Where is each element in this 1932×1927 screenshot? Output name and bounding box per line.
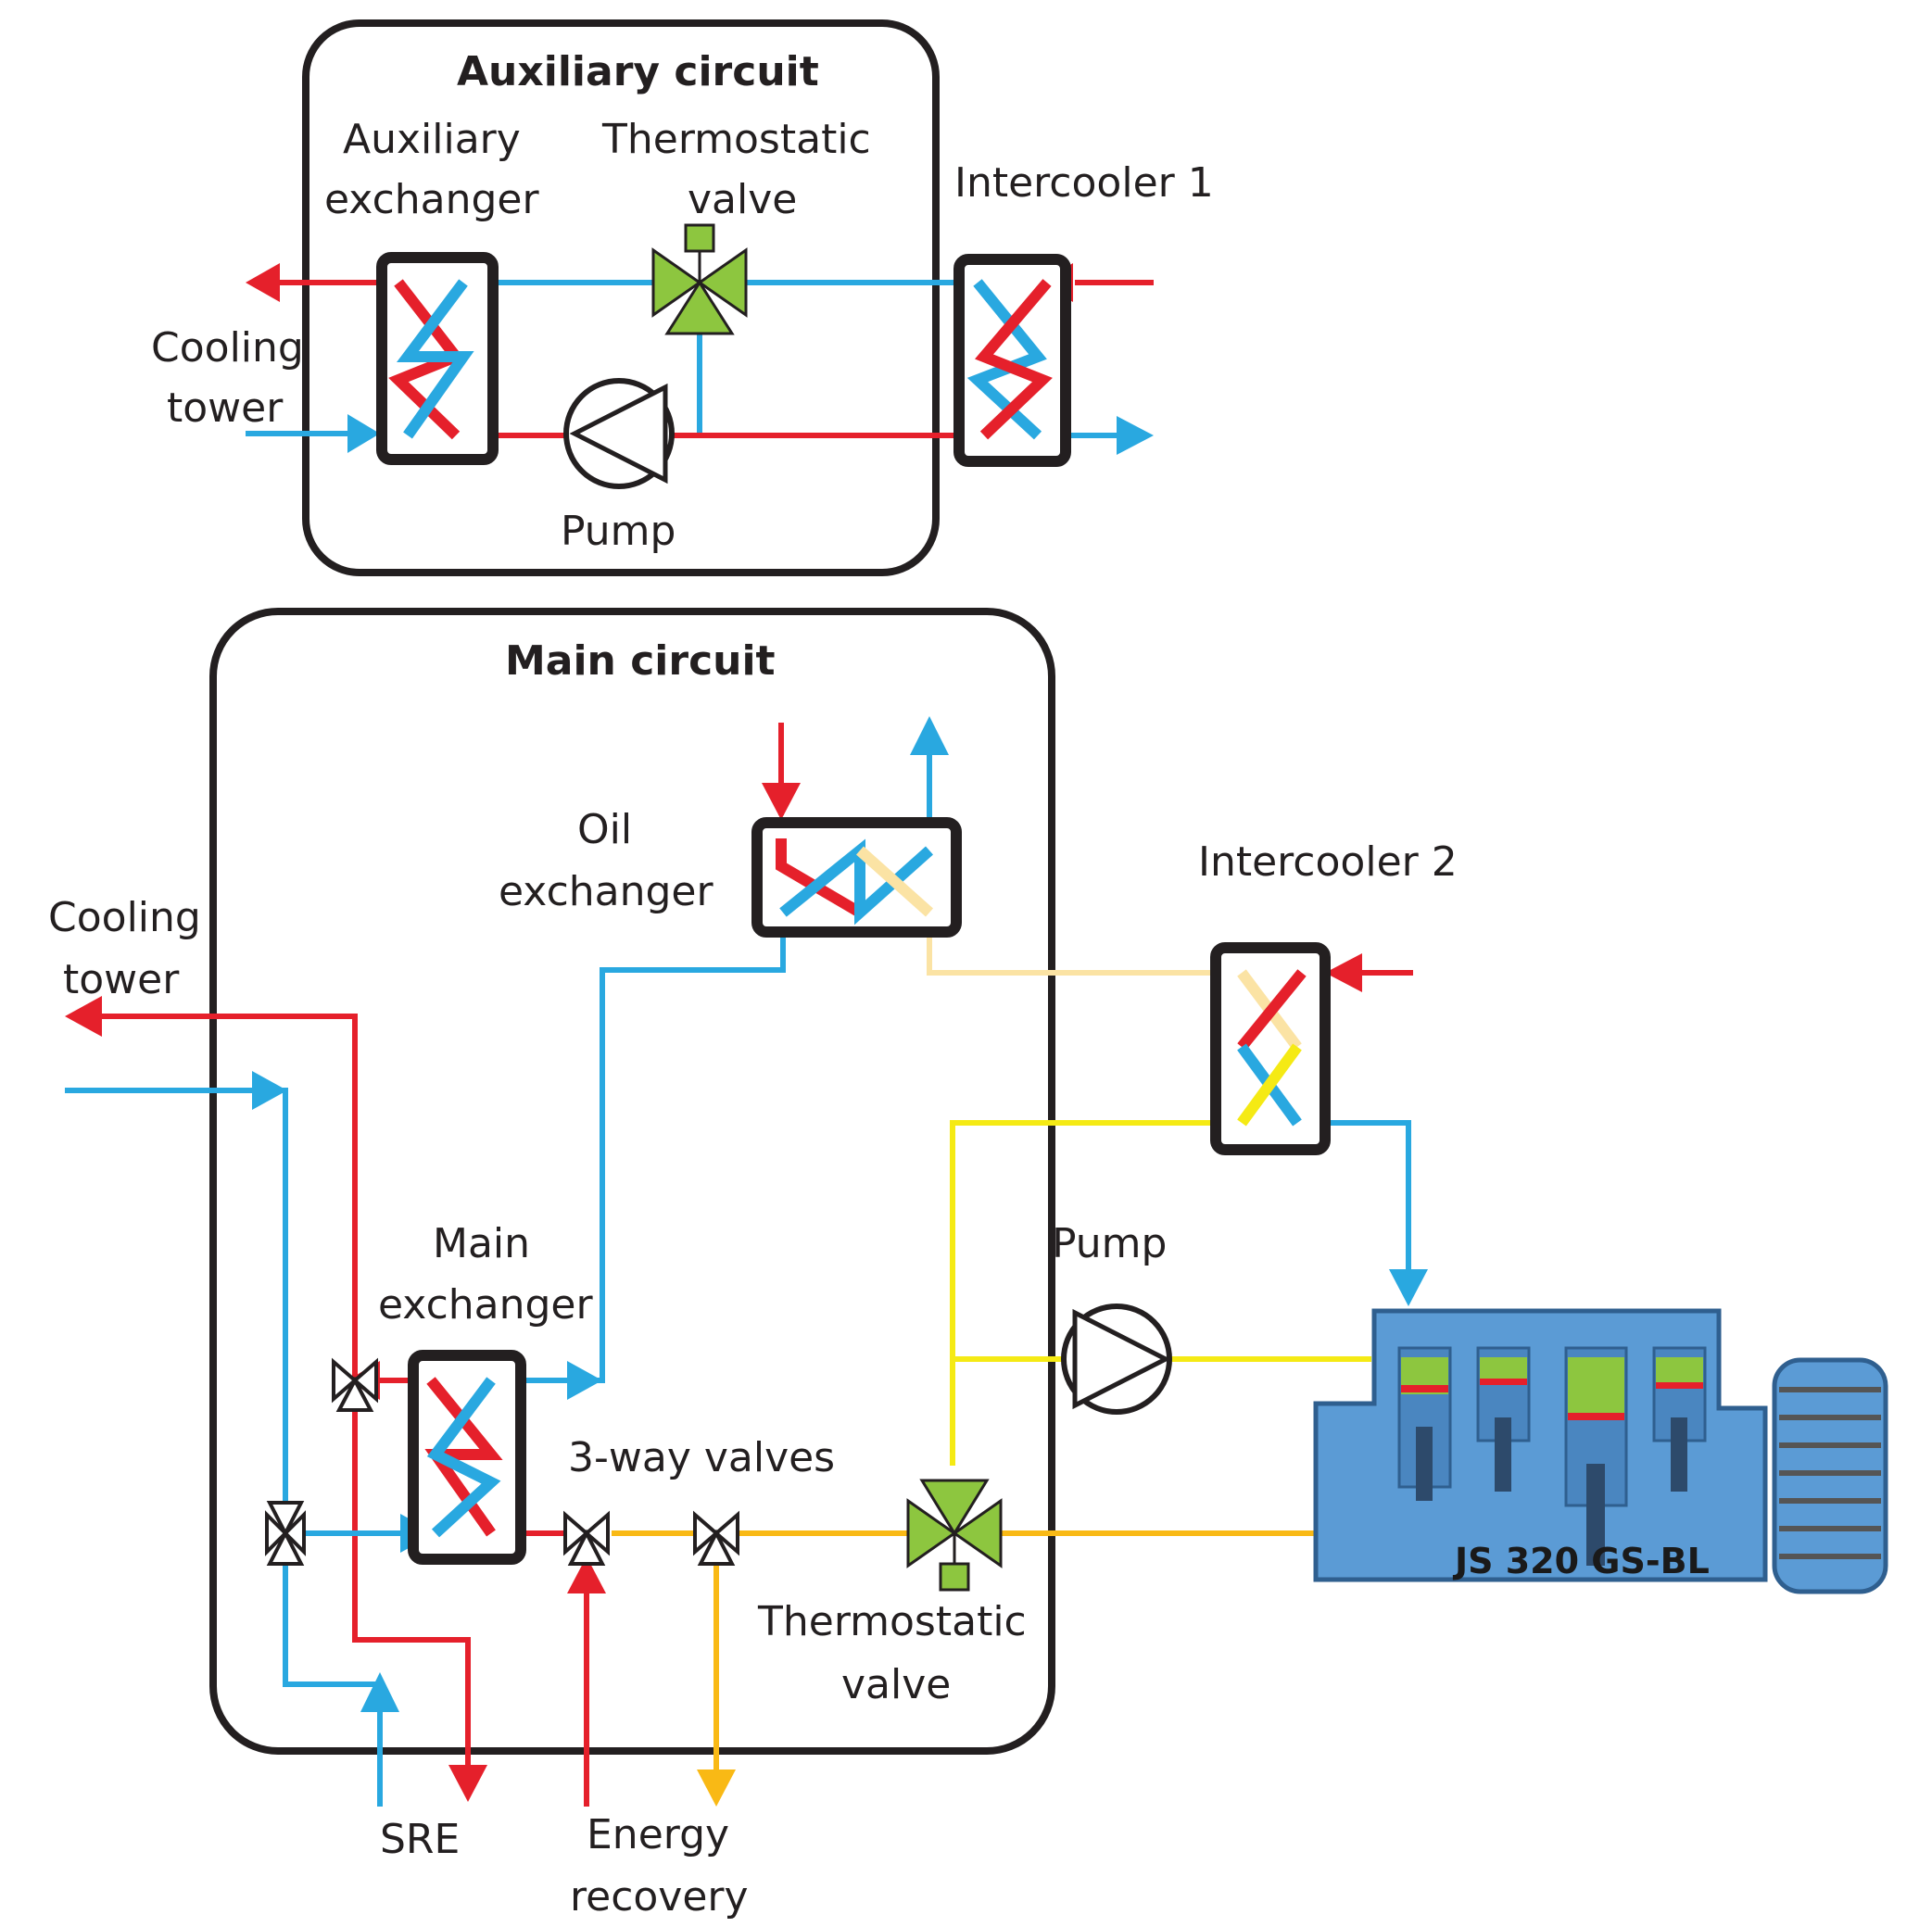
orange-down-arrow (697, 1770, 736, 1807)
auxiliary-circuit-box (302, 19, 940, 576)
ic2-hot-inlet-arrow (1325, 953, 1362, 992)
sre-cold-arrow (360, 1672, 399, 1712)
intercooler-1 (953, 254, 1071, 467)
energy-recovery-arrow (567, 1556, 606, 1593)
main-exchanger-label-2: exchanger (378, 1281, 593, 1329)
main-cooling-tower-hot-arrow (65, 996, 102, 1037)
ic2-red (1237, 969, 1307, 1051)
intercooler-1-label: Intercooler 1 (954, 159, 1214, 207)
oil-outlet-arrow (910, 716, 949, 755)
aux-exchanger-label-2: exchanger (324, 176, 539, 223)
oil-hx-red (776, 838, 864, 918)
energy-recovery-label-1: Energy (587, 1811, 729, 1858)
engine-cylinder-1 (1397, 1346, 1452, 1501)
sre-hot-arrow (448, 1765, 487, 1802)
aux-cooling-tower-label-2: tower (167, 384, 284, 432)
aux-pump[interactable] (563, 378, 675, 489)
ic2-yellow (1237, 1043, 1302, 1127)
ic1-cold-outlet-arrow (1117, 416, 1154, 455)
main-circuit-box (209, 608, 1055, 1755)
main-exchanger-label-1: Main (433, 1220, 530, 1267)
main-valve-label-2: valve (841, 1661, 951, 1708)
three-way-valve-2[interactable] (693, 1510, 739, 1566)
main-cold-inlet-arrow (252, 1071, 287, 1110)
main-hx-to-oil (491, 889, 786, 1383)
main-hx-blue (426, 1377, 501, 1538)
aux-hot-outlet-arrow (246, 263, 280, 302)
oil-exchanger-label-1: Oil (577, 806, 632, 853)
engine: JS 320 GS-BL (1313, 1308, 1888, 1594)
main-hx-outlet-arrow (567, 1361, 602, 1400)
aux-pump-label: Pump (561, 508, 676, 555)
aux-valve-label-1: Thermostatic (601, 116, 871, 163)
aux-exchanger-label-1: Auxiliary (343, 116, 521, 163)
auxiliary-circuit-title: Auxiliary circuit (457, 48, 819, 95)
energy-recovery-label-2: recovery (570, 1873, 749, 1921)
aux-thermostatic-valve[interactable] (651, 223, 748, 335)
aux-inlet-arrow (347, 414, 380, 453)
aux-valve-label-2: valve (688, 176, 797, 223)
aux-hx-cold-zigzag (397, 279, 474, 439)
main-circuit-title: Main circuit (505, 637, 776, 685)
main-cooling-tower-label-1: Cooling (48, 894, 201, 941)
main-pump[interactable] (1061, 1304, 1172, 1415)
engine-cylinder-2 (1476, 1346, 1531, 1492)
pump-2-label: Pump (1052, 1220, 1167, 1267)
main-cooling-tower-cold (65, 1088, 380, 1687)
main-cooling-tower-hot (102, 1014, 471, 1774)
valve-upper-left[interactable] (332, 1357, 378, 1412)
engine-cylinder-3 (1564, 1346, 1628, 1566)
intercooler-2-label: Intercooler 2 (1198, 838, 1458, 886)
engine-fins (1779, 1387, 1881, 1559)
ic1-hot-zigzag (975, 279, 1053, 440)
oil-hx-pale (856, 846, 933, 917)
three-way-valves-label: 3-way valves (568, 1434, 835, 1481)
main-thermostatic-valve[interactable] (906, 1479, 1003, 1592)
sre-label: SRE (380, 1816, 460, 1863)
main-cooling-tower-label-2: tower (63, 956, 180, 1003)
main-valve-label-1: Thermostatic (757, 1598, 1027, 1645)
aux-cooling-tower-label-1: Cooling (151, 324, 304, 372)
oil-inlet-arrow (762, 783, 801, 820)
ic2-to-engine (1297, 1120, 1411, 1278)
ic2-yellow-out (950, 1120, 1232, 1466)
valve-lower-left[interactable] (265, 1501, 306, 1566)
oil-exchanger-label-2: exchanger (499, 868, 713, 915)
intercooler-2 (1210, 942, 1331, 1155)
ic2-to-engine-arrow (1389, 1269, 1428, 1306)
three-way-valve-1[interactable] (563, 1510, 610, 1566)
oil-to-ic2 (927, 913, 1232, 976)
engine-label: JS 320 GS-BL (1452, 1541, 1710, 1581)
engine-cylinder-4 (1652, 1346, 1707, 1492)
